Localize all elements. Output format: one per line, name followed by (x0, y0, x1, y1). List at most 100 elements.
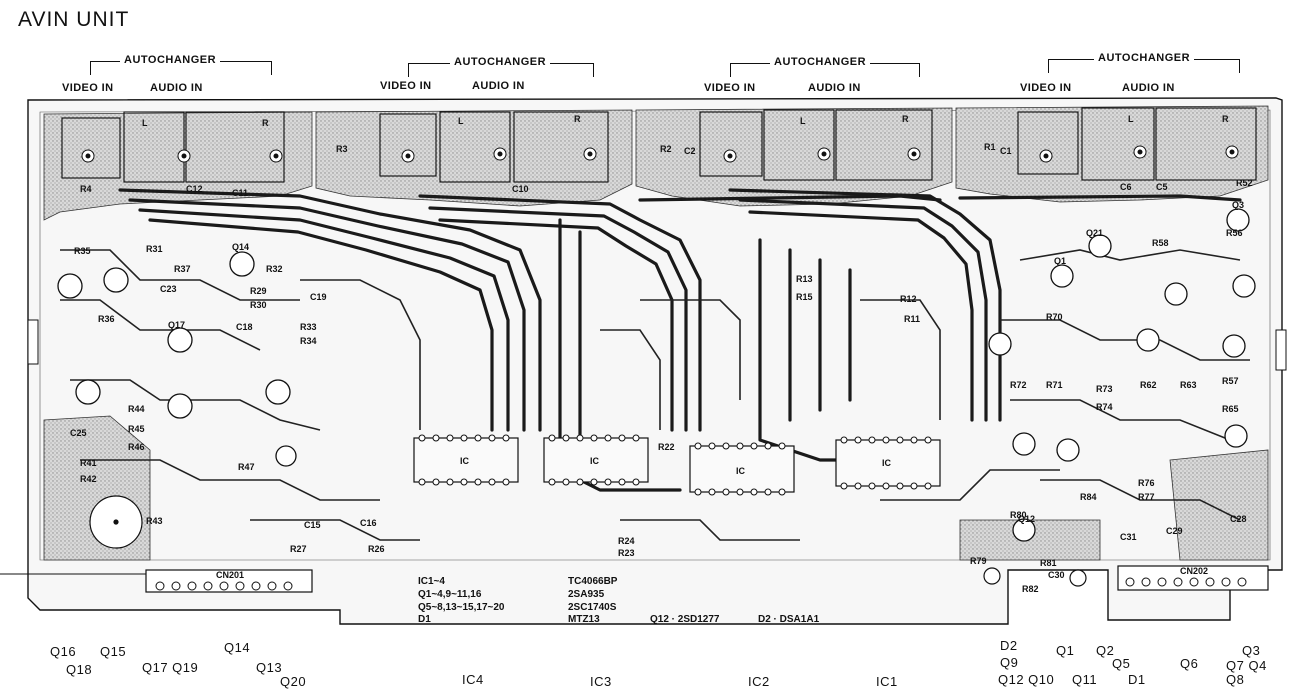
bottom-label-q18: Q18 (66, 662, 93, 677)
bottom-label-ic2: IC2 (748, 674, 770, 689)
bottom-label-q6: Q6 (1180, 656, 1199, 671)
audio-in-label-4: AUDIO IN (1122, 82, 1175, 94)
bottom-label-q12q10: Q12 Q10 (998, 672, 1055, 687)
bottom-label-q1: Q1 (1056, 643, 1075, 658)
ref-r4: R4 (80, 184, 92, 194)
bottom-label-q7q4: Q7 Q4 (1226, 658, 1267, 673)
transistor-q16 (57, 273, 83, 299)
ref-r81: R81 (1040, 558, 1057, 568)
ref-c16: C16 (360, 518, 377, 528)
ref-r71: R71 (1046, 380, 1063, 390)
ic3-silk: IC (590, 456, 600, 466)
ref-c15: C15 (304, 520, 321, 530)
ref-r37: R37 (174, 264, 191, 274)
legend-q-part2: 2SC1740S (568, 602, 617, 613)
transistor-q7 (1232, 274, 1256, 298)
bottom-label-q15: Q15 (100, 644, 127, 659)
ref-r3: R3 (336, 144, 348, 154)
audio-in-label-3: AUDIO IN (808, 82, 861, 94)
bottom-label-q3: Q3 (1242, 643, 1261, 658)
ref-r80: R80 (1010, 510, 1027, 520)
legend-d2-line: D2 · DSA1A1 (758, 614, 820, 625)
ref-r82: R82 (1022, 584, 1039, 594)
transistor-q11 (1056, 438, 1080, 462)
mounting-hole-right (1069, 569, 1087, 587)
ref-r56: R56 (1226, 228, 1243, 238)
ref-c23: C23 (160, 284, 177, 294)
ref-r43: R43 (146, 516, 163, 526)
page-title: AVIN UNIT (18, 8, 130, 31)
ref-c10: C10 (512, 184, 529, 194)
ic4-silk: IC (460, 456, 470, 466)
ref-q3: Q3 (1232, 200, 1244, 210)
ref-q17: Q17 (168, 320, 185, 330)
ref-r77: R77 (1138, 492, 1155, 502)
bottom-label-d1: D1 (1128, 672, 1146, 687)
ref-r36: R36 (98, 314, 115, 324)
ref-r12: R12 (900, 294, 917, 304)
ref-c5: C5 (1156, 182, 1168, 192)
bottom-label-q16: Q16 (50, 644, 77, 659)
connector-l-1: L (142, 118, 148, 128)
legend-ic-part: TC4066BP (568, 576, 618, 587)
ref-r41: R41 (80, 458, 97, 468)
ref-c2: C2 (684, 146, 696, 156)
ref-c28: C28 (1230, 514, 1247, 524)
transistor-q20 (275, 445, 297, 467)
transistor-q15 (103, 267, 129, 293)
ref-r62: R62 (1140, 380, 1157, 390)
autochanger-label-1: AUTOCHANGER (120, 54, 221, 66)
legend-d-line: D1 (418, 614, 431, 625)
bottom-label-q5: Q5 (1112, 656, 1131, 671)
bottom-label-q14: Q14 (224, 640, 251, 655)
legend-q-line2: Q5~8,13~15,17~20 (418, 602, 505, 613)
connector-r-4: R (1222, 114, 1229, 124)
ref-r46: R46 (128, 442, 145, 452)
ref-r15: R15 (796, 292, 813, 302)
ref-r72: R72 (1010, 380, 1027, 390)
ic2-silk: IC (736, 466, 746, 476)
legend-q-line1: Q1~4,9~11,16 (418, 589, 482, 600)
connector-l-4: L (1128, 114, 1134, 124)
autochanger-label-4: AUTOCHANGER (1094, 52, 1195, 64)
ref-c12: C12 (186, 184, 203, 194)
bottom-label-ic1: IC1 (876, 674, 898, 689)
ref-r33: R33 (300, 322, 317, 332)
audio-in-label-1: AUDIO IN (150, 82, 203, 94)
ic3-body (543, 437, 649, 483)
ref-r2: R2 (660, 144, 672, 154)
ref-c30: C30 (1048, 570, 1065, 580)
connector-l-3: L (800, 116, 806, 126)
ic1-body (835, 439, 941, 487)
ic3-pins (548, 434, 640, 486)
ic1-pins (840, 436, 932, 490)
bottom-label-q13: Q13 (256, 660, 283, 675)
bottom-label-q11: Q11 (1072, 672, 1098, 687)
ref-c6: C6 (1120, 182, 1132, 192)
transistor-q14 (229, 251, 255, 277)
ref-r84: R84 (1080, 492, 1097, 502)
ref-cn202: CN202 (1180, 566, 1208, 576)
ref-r73: R73 (1096, 384, 1113, 394)
bottom-label-q2: Q2 (1096, 643, 1115, 658)
ref-r47: R47 (238, 462, 255, 472)
ref-r70: R70 (1046, 312, 1063, 322)
mounting-hole-mid (983, 567, 1001, 585)
transistor-q12 (1012, 518, 1036, 542)
connector-r-1: R (262, 118, 269, 128)
ref-r63: R63 (1180, 380, 1197, 390)
transistor-q5 (1136, 328, 1160, 352)
transistor-q13 (265, 379, 291, 405)
ref-r52: R52 (1236, 178, 1253, 188)
bottom-label-q20: Q20 (280, 674, 307, 689)
connector-r-2: R (574, 114, 581, 124)
ref-r42: R42 (80, 474, 97, 484)
transistor-q3 (1226, 208, 1250, 232)
transistor-q1 (1050, 264, 1074, 288)
ref-r30: R30 (250, 300, 267, 310)
ref-c19: C19 (310, 292, 327, 302)
ref-r74: R74 (1096, 402, 1113, 412)
autochanger-label-3: AUTOCHANGER (770, 56, 871, 68)
legend-q-part1: 2SA935 (568, 589, 605, 600)
ref-r23: R23 (618, 548, 635, 558)
